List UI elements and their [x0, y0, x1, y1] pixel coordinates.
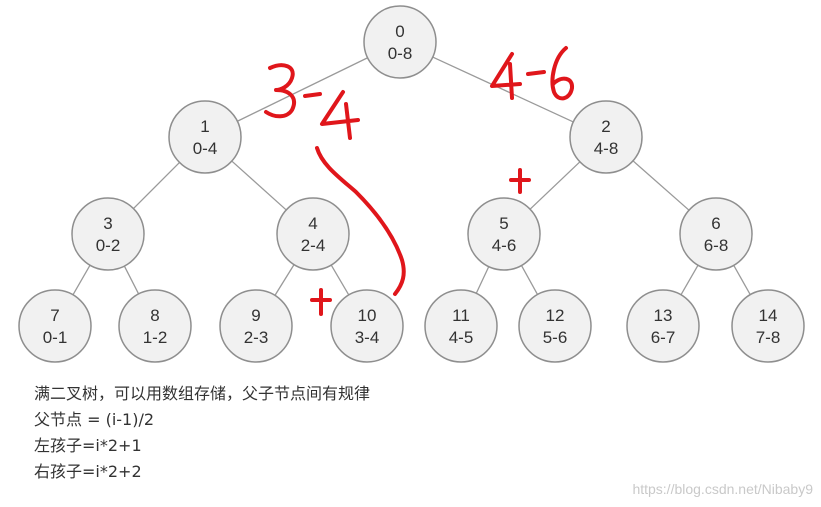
annotation-right-range: 4-6	[0, 0, 575, 101]
tree-node-index: 2	[601, 117, 610, 136]
tree-node-range: 4-8	[594, 139, 619, 158]
tree-node-index: 10	[358, 306, 377, 325]
tree-edge-4-9	[274, 264, 295, 296]
note-line-left-child: 左孩子=i*2+1	[34, 436, 142, 455]
tree-node-circle	[679, 197, 753, 271]
tree-edge-6-14	[733, 265, 751, 295]
tree-node-circle	[424, 289, 498, 363]
tree-node-range: 0-2	[96, 236, 121, 255]
tree-node-range: 3-4	[355, 328, 380, 347]
tree-nodes: 00-810-424-830-242-454-666-870-181-292-3…	[18, 5, 805, 363]
tree-node-index: 8	[150, 306, 159, 325]
tree-node-range: 7-8	[756, 328, 781, 347]
notes-block: 满二叉树，可以用数组存储，父子节点间有规律 父节点 = (i-1)/2 左孩子=…	[34, 381, 370, 485]
tree-node-range: 2-3	[244, 328, 269, 347]
tree-node-11: 114-5	[424, 289, 498, 363]
tree-node-index: 3	[103, 214, 112, 233]
tree-node-circle	[518, 289, 592, 363]
tree-edge-3-8	[123, 265, 140, 295]
tree-node-0: 00-8	[363, 5, 437, 79]
tree-node-circle	[330, 289, 404, 363]
tree-node-range: 4-5	[449, 328, 474, 347]
tree-node-index: 1	[200, 117, 209, 136]
tree-edges	[72, 56, 751, 296]
tree-node-10: 103-4	[330, 289, 404, 363]
tree-node-index: 12	[546, 306, 565, 325]
annotation-right-range-label: 4-6	[0, 0, 2, 1]
tree-node-circle	[276, 197, 350, 271]
tree-node-index: 4	[308, 214, 317, 233]
tree-edge-0-1	[237, 57, 368, 122]
tree-edge-5-12	[520, 265, 539, 295]
tree-node-circle	[467, 197, 541, 271]
tree-node-index: 11	[452, 306, 470, 325]
tree-node-index: 5	[499, 214, 508, 233]
tree-node-8: 81-2	[118, 289, 192, 363]
tree-edge-6-13	[680, 264, 699, 296]
tree-node-index: 0	[395, 22, 404, 41]
tree-edge-2-5	[529, 161, 581, 210]
tree-node-index: 6	[711, 214, 720, 233]
tree-node-range: 5-6	[543, 328, 568, 347]
annotation-left-range: 3-4	[0, 0, 360, 140]
annotation-left-range-label: 3-4	[0, 0, 2, 1]
tree-node-range: 0-1	[43, 328, 68, 347]
tree-node-index: 9	[251, 306, 260, 325]
note-line-full-binary-tree: 满二叉树，可以用数组存储，父子节点间有规律	[34, 384, 371, 403]
tree-edge-5-11	[475, 266, 490, 294]
tree-node-circle	[71, 197, 145, 271]
annotation-plus-node5	[509, 168, 531, 194]
tree-node-14: 147-8	[731, 289, 805, 363]
tree-edge-4-10	[330, 264, 350, 296]
tree-node-3: 30-2	[71, 197, 145, 271]
tree-edge-1-3	[132, 161, 181, 210]
tree-node-range: 6-8	[704, 236, 729, 255]
tree-node-5: 54-6	[467, 197, 541, 271]
tree-node-range: 2-4	[301, 236, 326, 255]
tree-node-index: 7	[50, 306, 59, 325]
tree-node-index: 13	[654, 306, 673, 325]
tree-edge-0-2	[432, 56, 574, 123]
tree-node-12: 125-6	[518, 289, 592, 363]
tree-node-4: 42-4	[276, 197, 350, 271]
tree-node-range: 0-8	[388, 44, 413, 63]
tree-edge-3-7	[72, 264, 91, 296]
tree-node-7: 70-1	[18, 289, 92, 363]
tree-node-9: 92-3	[219, 289, 293, 363]
tree-node-circle	[569, 100, 643, 174]
tree-node-2: 24-8	[569, 100, 643, 174]
tree-node-circle	[363, 5, 437, 79]
tree-node-1: 10-4	[168, 100, 242, 174]
tree-node-circle	[168, 100, 242, 174]
annotation-plus-node10	[310, 288, 332, 316]
tree-node-13: 136-7	[626, 289, 700, 363]
tree-node-circle	[18, 289, 92, 363]
tree-edge-1-4	[231, 160, 287, 211]
tree-node-circle	[219, 289, 293, 363]
tree-node-circle	[118, 289, 192, 363]
tree-node-circle	[626, 289, 700, 363]
tree-node-index: 14	[759, 306, 778, 325]
tree-node-range: 0-4	[193, 139, 218, 158]
tree-node-range: 1-2	[143, 328, 168, 347]
annotation-path-curve	[315, 146, 406, 296]
tree-node-6: 66-8	[679, 197, 753, 271]
tree-node-circle	[731, 289, 805, 363]
tree-node-range: 4-6	[492, 236, 517, 255]
note-line-right-child: 右孩子=i*2+2	[34, 462, 142, 481]
tree-node-range: 6-7	[651, 328, 676, 347]
tree-edge-2-6	[632, 160, 690, 211]
note-line-parent: 父节点 = (i-1)/2	[34, 410, 155, 429]
watermark: https://blog.csdn.net/Nibaby9	[632, 481, 813, 497]
